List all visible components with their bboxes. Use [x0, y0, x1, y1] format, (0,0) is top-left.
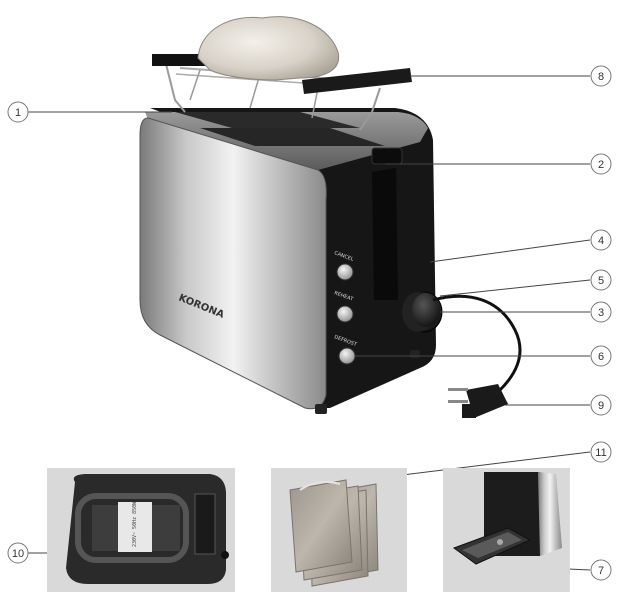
svg-text:9: 9	[598, 400, 604, 412]
svg-text:4: 4	[598, 235, 604, 247]
bun-warmer-handle-left[interactable]	[152, 54, 210, 66]
callout-9: 9	[590, 394, 612, 416]
callout-6: 6	[590, 345, 612, 367]
callout-1: 1	[7, 101, 29, 123]
inset-toasting-bags	[271, 468, 407, 592]
crumb-tray-slot	[194, 493, 216, 555]
svg-text:1: 1	[15, 107, 21, 119]
toaster-side-steel	[538, 472, 562, 556]
svg-text:7: 7	[598, 565, 604, 577]
toaster-body-black	[150, 108, 436, 408]
bun-warmer-handle-right[interactable]	[302, 68, 412, 94]
browning-control-knob-cap[interactable]	[412, 293, 440, 327]
callout-10: 10	[7, 542, 29, 564]
svg-text:2: 2	[598, 159, 604, 171]
svg-text:5: 5	[598, 275, 604, 287]
rating-label	[118, 502, 152, 552]
lever[interactable]	[371, 147, 403, 165]
bun-warmer-rack	[152, 16, 412, 131]
callout-2: 2	[590, 153, 612, 175]
svg-text:10: 10	[12, 548, 24, 560]
callout-7: 7	[590, 559, 612, 581]
svg-text:3: 3	[598, 307, 604, 319]
defrost-button[interactable]	[338, 347, 356, 365]
svg-text:8: 8	[598, 71, 604, 83]
foot	[410, 350, 420, 358]
bread-slot-2	[200, 128, 385, 146]
power-plug	[448, 384, 508, 418]
reheat-button[interactable]	[336, 305, 354, 323]
svg-text:11: 11	[595, 447, 606, 459]
callout-5: 5	[590, 269, 612, 291]
cancel-button[interactable]	[336, 263, 354, 281]
power-cord	[432, 294, 522, 392]
toaster-front-steel	[139, 117, 327, 410]
bag-opening	[299, 481, 341, 491]
callout-8: 8	[590, 65, 612, 87]
side-groove	[372, 168, 398, 300]
inset-crumb-tray	[443, 468, 570, 592]
toasting-bag-1	[289, 479, 353, 573]
callout-4: 4	[590, 229, 612, 251]
callout-11: 11	[590, 441, 612, 463]
svg-text:6: 6	[598, 351, 604, 363]
croissant	[197, 16, 340, 81]
cord-storage-channel	[75, 493, 189, 563]
callout-3: 3	[590, 301, 612, 323]
foot	[315, 404, 327, 414]
toaster-main: KORONA CANCEL REHEAT DEFROST	[139, 108, 522, 418]
rating-label-text: 230V~ 50Hz 850W	[132, 501, 138, 547]
bread-slot-1	[175, 112, 360, 128]
inset-bottom-view: 230V~ 50Hz 850W	[47, 468, 235, 592]
